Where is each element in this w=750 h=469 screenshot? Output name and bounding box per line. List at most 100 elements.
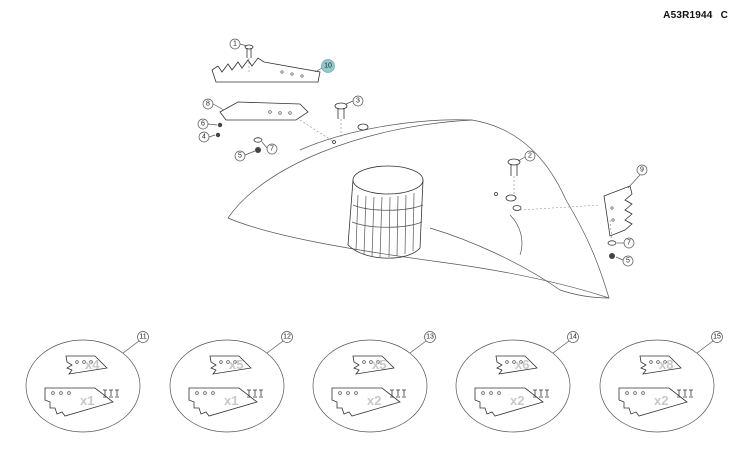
- bolt-nut-set: [103, 389, 107, 398]
- bolt-hole: [226, 360, 230, 364]
- bottom-knife-shape: [188, 387, 258, 417]
- kit-callout-circle: [567, 331, 579, 343]
- bolt-hole: [663, 360, 667, 364]
- bolt-nut-set: [533, 389, 537, 398]
- bottom-knife-quantity: x2: [510, 393, 524, 408]
- bolt-hole: [203, 391, 207, 395]
- bottom-knife-shape: [331, 387, 401, 417]
- top-knife-quantity: x5: [229, 357, 243, 372]
- kit-leader: [409, 340, 427, 354]
- svg-text:7: 7: [627, 240, 631, 247]
- kit-outline: [312, 339, 428, 433]
- callout-7-right: 7: [623, 237, 635, 249]
- bolt-hole: [51, 391, 55, 395]
- top-knife-shape: [495, 355, 538, 375]
- svg-text:3: 3: [356, 98, 360, 105]
- bolt-nut-set: [390, 389, 394, 398]
- kit-callout-circle: [281, 331, 293, 343]
- kit-callout-circle: [424, 331, 436, 343]
- bolt-nut-set: [259, 389, 263, 398]
- disc-hardware: [332, 123, 522, 211]
- central-hub: [347, 165, 424, 259]
- drawing-number: A53R1944: [663, 10, 713, 21]
- bolt-hole: [219, 360, 223, 364]
- bolt-hole: [376, 360, 380, 364]
- svg-text:7: 7: [270, 146, 274, 153]
- drawing-revision: C: [720, 10, 728, 21]
- kit-leader: [122, 340, 140, 354]
- svg-text:9: 9: [640, 167, 644, 174]
- top-knife-shape: [639, 355, 682, 375]
- bolt-nut-set: [683, 389, 687, 398]
- callout-7-left: 7: [266, 143, 278, 155]
- bottom-knife-quantity: x2: [654, 393, 668, 408]
- svg-text:8: 8: [206, 101, 210, 108]
- kit-outline: [599, 339, 715, 433]
- bolt-hole: [75, 360, 79, 364]
- kit-outline: [455, 339, 571, 433]
- top-knife-quantity: x8: [659, 357, 673, 372]
- bolt-hole: [362, 360, 366, 364]
- top-knife-quantity: x4: [85, 357, 100, 372]
- assembly-lines: [248, 58, 613, 241]
- bolt-hole: [67, 391, 71, 395]
- bolt-hole: [497, 391, 501, 395]
- top-knife-shape: [209, 355, 252, 375]
- bolt-hole: [519, 360, 523, 364]
- bolt-hole: [481, 391, 485, 395]
- bottom-knife-quantity: x2: [367, 393, 381, 408]
- bolt-hole: [89, 360, 93, 364]
- nut-washer-left: [215, 122, 263, 153]
- bottom-knife-quantity: x1: [224, 393, 238, 408]
- bolt-2: [507, 158, 521, 176]
- bolt-hole: [346, 391, 350, 395]
- callout-4: 4: [198, 131, 210, 143]
- holder-plate-8: [219, 101, 309, 121]
- knife-blade-10: [211, 57, 321, 83]
- top-knife-shape: [65, 355, 108, 375]
- callout-9: 9: [636, 164, 648, 176]
- bolt-nut-set: [115, 389, 119, 398]
- callout-3: 3: [352, 95, 364, 107]
- top-knife-quantity: x6: [515, 357, 529, 372]
- bolt-hole: [338, 391, 342, 395]
- callout-1: 1: [229, 38, 241, 50]
- kit-number: 15: [713, 334, 721, 341]
- top-knife-quantity: x5: [372, 357, 386, 372]
- bolt-nut-set: [539, 389, 543, 398]
- svg-text:6: 6: [201, 121, 205, 128]
- drawing-code: A53R1944 C: [663, 10, 728, 21]
- bolt-nut-set: [545, 389, 549, 398]
- bolt-hole: [512, 360, 516, 364]
- bolt-hole: [369, 360, 373, 364]
- kit-outline: [25, 339, 141, 433]
- bolt-nut-set: [402, 389, 406, 398]
- bolt-hole: [354, 391, 358, 395]
- bolt-hole: [59, 391, 63, 395]
- bolt-nut-set: [677, 389, 681, 398]
- bolt-hole: [195, 391, 199, 395]
- bottom-knife-shape: [44, 387, 114, 417]
- svg-text:10: 10: [324, 63, 332, 70]
- bolt-nut-set: [689, 389, 693, 398]
- kit-outline: [169, 339, 285, 433]
- svg-text:5: 5: [626, 258, 630, 265]
- bolt-nut-set: [109, 389, 113, 398]
- callout-10: 10: [321, 59, 335, 73]
- top-knife-shape: [352, 355, 395, 375]
- bolt-hole: [82, 360, 86, 364]
- bolt-1: [244, 44, 254, 58]
- callout-5-left: 5: [234, 150, 246, 162]
- bolt-hole: [633, 391, 637, 395]
- bolt-hole: [641, 391, 645, 395]
- bolt-hole: [649, 360, 653, 364]
- bolt-nut-set: [247, 389, 251, 398]
- callout-leaders: [207, 43, 641, 261]
- svg-text:4: 4: [202, 134, 206, 141]
